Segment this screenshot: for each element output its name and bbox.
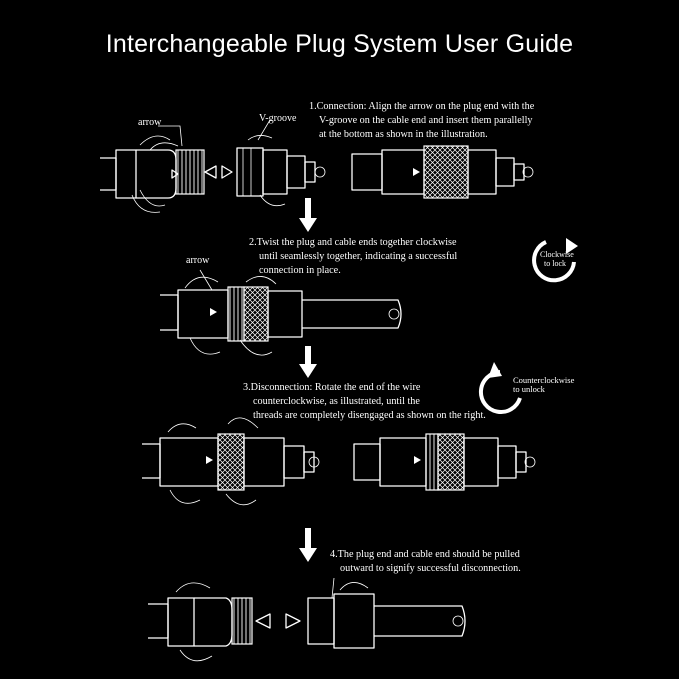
step-4-text: 4.The plug end and cable end should be p… <box>330 548 521 576</box>
arrow-label-2: arrow <box>186 255 210 266</box>
page-title: Interchangeable Plug System User Guide <box>105 30 574 58</box>
step-4-cable-end <box>307 577 466 649</box>
step-1-cable-end <box>236 119 326 207</box>
step-4-line-2: outward to signify successful disconnect… <box>340 563 521 574</box>
step-2-line-3: connection in place. <box>259 265 341 276</box>
step-1-connected-assembly <box>351 145 534 199</box>
clockwise-lock-icon <box>532 238 578 283</box>
step-1-line-3: at the bottom as shown in the illustrati… <box>319 129 488 140</box>
step-1-line-1: 1.Connection: Align the arrow on the plu… <box>309 101 535 112</box>
counterclockwise-line-1: Counterclockwise <box>513 375 575 385</box>
step-2-line-1: 2.Twist the plug and cable ends together… <box>249 237 457 248</box>
step-3-line-2: counterclockwise, as illustrated, until … <box>253 396 420 407</box>
step-3-line-3: threads are completely disengaged as sho… <box>253 410 486 421</box>
clockwise-line-2: to lock <box>544 259 566 268</box>
clockwise-line-1: Clockwise <box>540 250 574 259</box>
down-arrow-3 <box>299 528 317 562</box>
step-2-text: 2.Twist the plug and cable ends together… <box>249 236 457 278</box>
step-1-line-2: V-groove on the cable end and insert the… <box>319 115 533 126</box>
down-arrow-1 <box>299 198 317 232</box>
step-1-plug-end <box>100 135 205 213</box>
step-1-arrow-callout-line <box>158 125 183 147</box>
step-4-line-1: 4.The plug end and cable end should be p… <box>330 549 520 560</box>
step-4-pull-apart-arrows <box>255 613 301 629</box>
step-1-text: 1.Connection: Align the arrow on the plu… <box>309 100 534 142</box>
counterclockwise-unlock-icon <box>478 362 522 414</box>
step-3-rotating-assembly <box>142 417 320 506</box>
step-3-line-1: 3.Disconnection: Rotate the end of the w… <box>243 382 421 393</box>
step-4-plug-end <box>148 582 253 662</box>
v-groove-label: V-groove <box>259 113 297 124</box>
down-arrow-2 <box>299 346 317 378</box>
step-3-disengaged-assembly <box>353 433 536 491</box>
step-1-gap-arrows <box>204 165 233 179</box>
step-3-text: 3.Disconnection: Rotate the end of the w… <box>243 381 486 423</box>
step-2-line-2: until seamlessly together, indicating a … <box>259 251 458 262</box>
arrow-label-1: arrow <box>138 117 162 128</box>
counterclockwise-line-2: to unlock <box>513 384 545 394</box>
step-2-twisting-assembly <box>160 269 402 356</box>
